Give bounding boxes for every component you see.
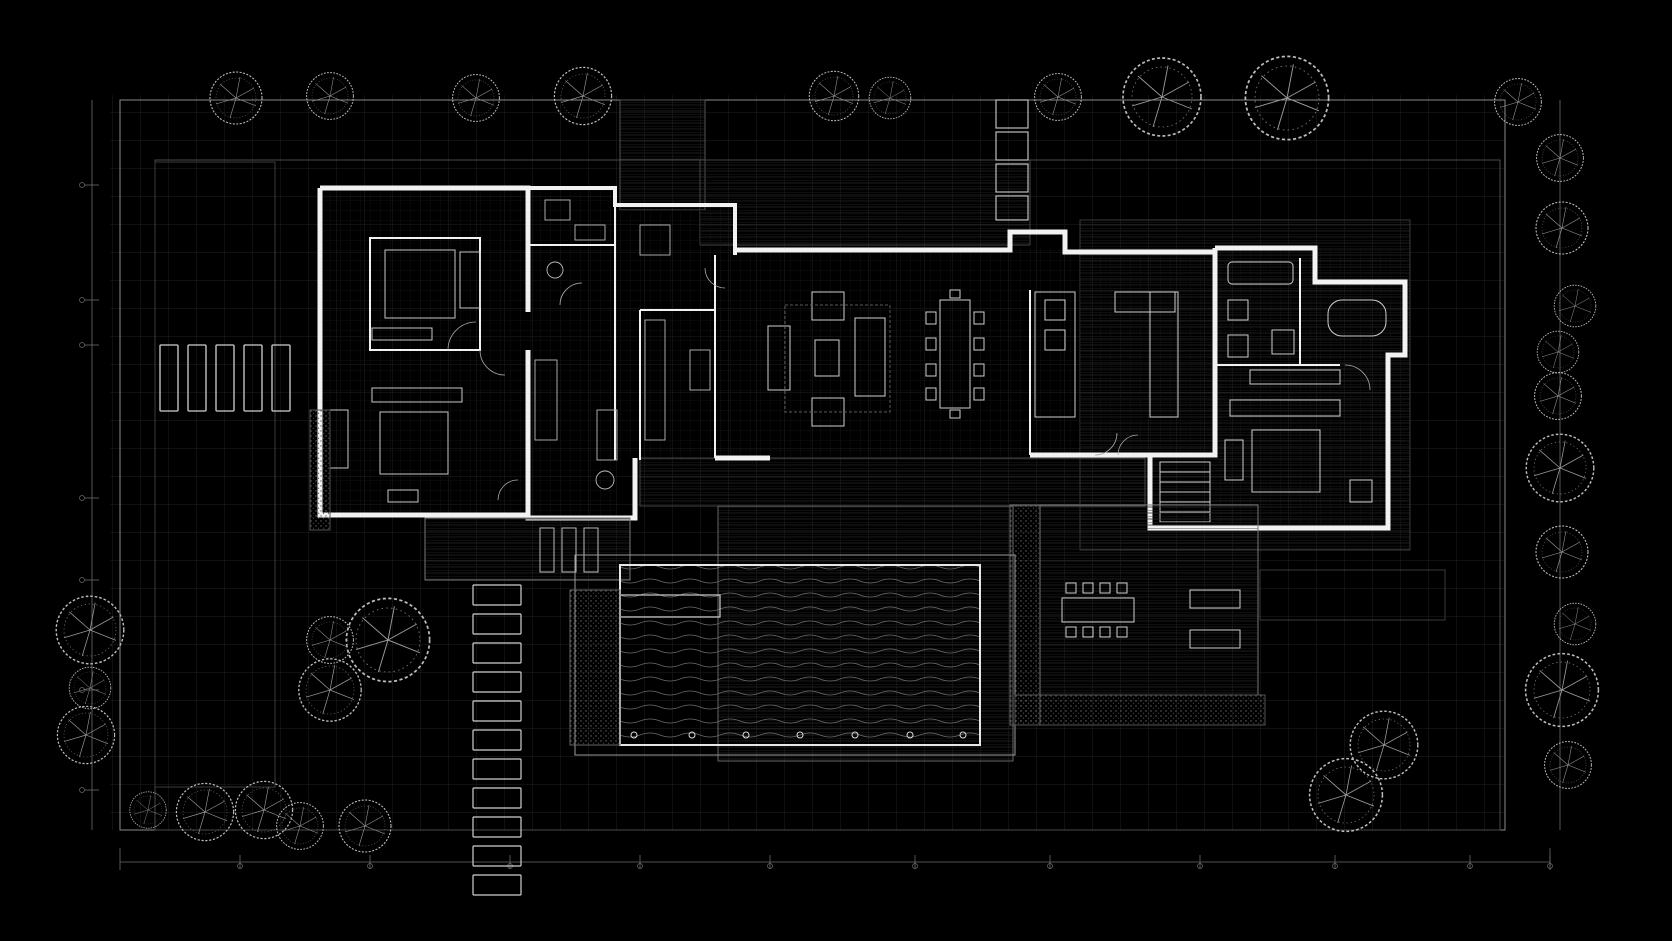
axis-marker xyxy=(79,182,85,188)
axis-ticks xyxy=(79,182,1553,869)
terrace-hedge xyxy=(1014,694,1266,726)
axis-marker xyxy=(637,863,643,869)
north-path xyxy=(619,99,706,211)
bed-icon xyxy=(371,249,481,341)
tree-canopy-icon xyxy=(1553,284,1597,328)
stepping-stone xyxy=(472,584,522,606)
north-steps xyxy=(995,99,1029,221)
west-patio xyxy=(424,517,631,581)
stepping-stone xyxy=(472,613,522,635)
outdoor-dining-icon xyxy=(1061,582,1135,638)
axis-marker xyxy=(79,687,85,693)
bed-icon xyxy=(329,387,463,503)
axis-marker xyxy=(237,863,243,869)
stepping-stone xyxy=(472,816,522,838)
tree-canopy-icon xyxy=(1524,652,1600,728)
axis-marker xyxy=(79,495,85,501)
tree-canopy-icon xyxy=(1535,525,1589,579)
bathtub-icon xyxy=(1227,261,1387,358)
east-terrace-deck xyxy=(1039,504,1259,696)
axis-marker xyxy=(1197,863,1203,869)
axis-marker xyxy=(1047,863,1053,869)
stepping-stone xyxy=(472,787,522,809)
sun-lounger-icon xyxy=(1189,589,1241,649)
axis-marker xyxy=(79,342,85,348)
axis-marker xyxy=(367,863,373,869)
dining-table-icon xyxy=(925,289,985,419)
stepping-stone xyxy=(472,758,522,780)
sofa-icon xyxy=(767,291,891,427)
bed-icon xyxy=(1224,369,1373,503)
tree-canopy-icon xyxy=(1534,372,1582,420)
pool-light xyxy=(959,731,967,739)
axis-marker xyxy=(1332,863,1338,869)
pool-light xyxy=(906,731,914,739)
tree-canopy-icon xyxy=(1536,330,1580,374)
axis-marker xyxy=(1547,863,1553,869)
axis-marker xyxy=(79,787,85,793)
stepping-stone xyxy=(472,845,522,867)
stepping-stones-west xyxy=(159,344,291,412)
left-lawn xyxy=(154,161,276,788)
stepping-stone xyxy=(472,700,522,722)
tree-canopy-icon xyxy=(1553,602,1597,646)
tree-canopy-icon xyxy=(1535,201,1589,255)
tree-canopy-icon xyxy=(68,666,112,710)
pool-planter xyxy=(569,589,621,746)
axis-marker xyxy=(79,577,85,583)
bathroom-fixtures-west xyxy=(534,199,711,490)
pool-light xyxy=(851,731,859,739)
axis-marker xyxy=(1467,863,1473,869)
axis-marker xyxy=(767,863,773,869)
pool-light xyxy=(796,731,804,739)
pool-light xyxy=(688,731,696,739)
stepping-stone xyxy=(472,671,522,693)
axis-marker xyxy=(79,297,85,303)
door-swings xyxy=(447,267,1371,501)
stepping-stone xyxy=(472,874,522,896)
pool-water-pattern xyxy=(619,564,981,746)
pool-lights xyxy=(630,731,967,739)
tree-canopy-icon xyxy=(1544,741,1592,789)
pool-east-planter xyxy=(1009,504,1041,726)
south-patio xyxy=(639,457,1146,507)
stepping-stone xyxy=(472,642,522,664)
west-patio-benches xyxy=(539,527,599,573)
north-decking xyxy=(699,159,1031,246)
stepping-stone xyxy=(472,729,522,751)
pool-light xyxy=(742,731,750,739)
stepping-stones-south xyxy=(472,584,522,896)
house-floor xyxy=(320,188,1405,525)
sw-planter xyxy=(309,409,331,531)
kitchen-island xyxy=(1034,291,1179,418)
east-garden-bed xyxy=(1259,569,1446,621)
pool-light xyxy=(630,731,638,739)
tree-canopy-icon xyxy=(56,705,116,765)
axis-marker xyxy=(912,863,918,869)
